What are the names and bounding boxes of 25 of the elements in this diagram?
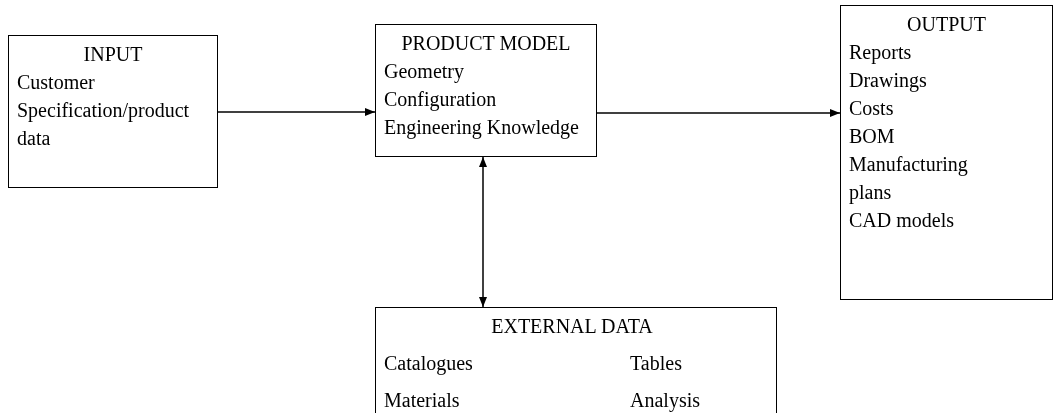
process-box bbox=[375, 24, 597, 157]
process-box bbox=[375, 307, 777, 413]
box-item: Materials bbox=[384, 388, 461, 413]
box-item: Catalogues bbox=[384, 351, 474, 377]
box-heading: PRODUCT MODEL bbox=[400, 31, 572, 56]
arrow bbox=[479, 156, 487, 308]
box-heading: EXTERNAL DATA bbox=[490, 314, 654, 339]
box-item: Analysis bbox=[630, 388, 701, 413]
box-item: Tables bbox=[630, 351, 683, 376]
arrow bbox=[596, 109, 841, 117]
box-item: Customer Specification/product data bbox=[17, 70, 191, 151]
arrow bbox=[217, 108, 376, 116]
box-item: Manufacturing plans bbox=[849, 152, 969, 206]
box-heading: INPUT bbox=[82, 42, 144, 67]
box-item: Engineering Knowledge bbox=[384, 115, 580, 141]
process-box bbox=[840, 5, 1053, 300]
box-item: Drawings bbox=[849, 68, 928, 94]
box-item: Reports bbox=[849, 40, 913, 66]
box-item: Costs bbox=[849, 96, 895, 121]
box-item: BOM bbox=[849, 124, 896, 149]
process-box bbox=[8, 35, 218, 188]
box-item: Geometry bbox=[384, 59, 465, 85]
box-item: CAD models bbox=[849, 208, 955, 233]
box-item: Configuration bbox=[384, 87, 498, 113]
box-heading: OUTPUT bbox=[906, 12, 987, 37]
